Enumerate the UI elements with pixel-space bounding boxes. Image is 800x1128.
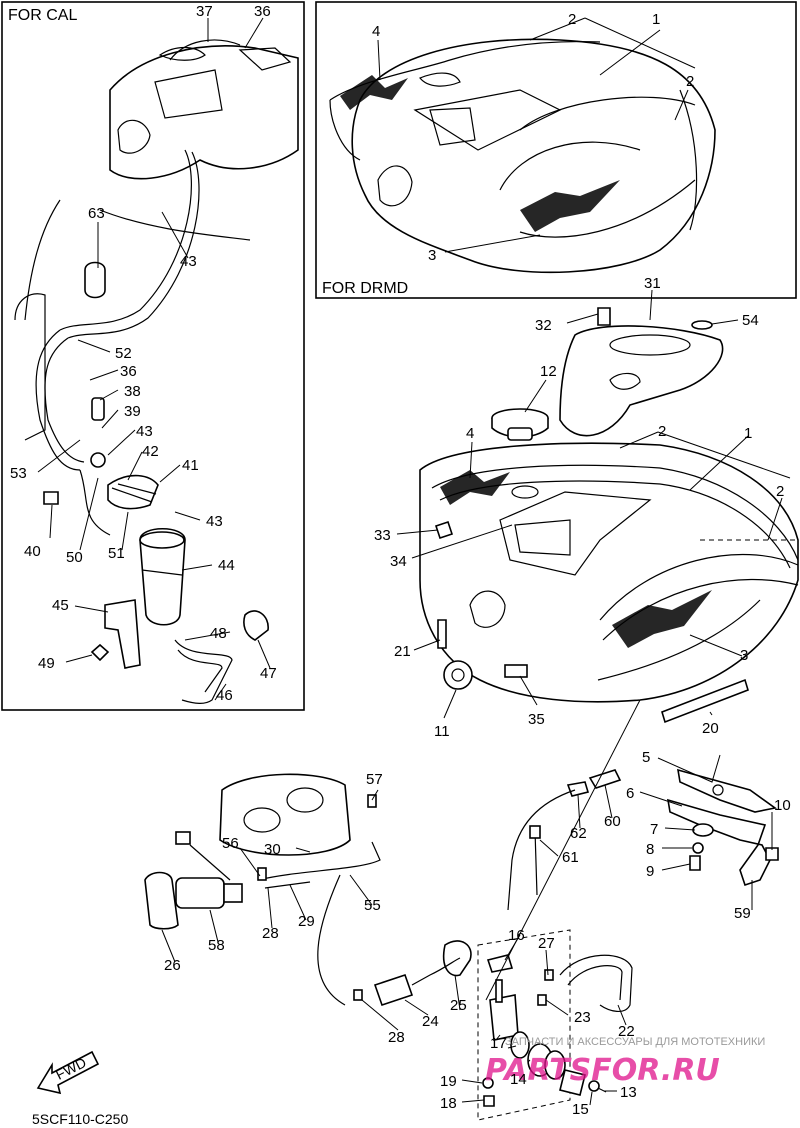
callout-43-top: 43 [180,253,197,270]
callout-4-drmd: 4 [372,23,380,40]
callout-27: 27 [538,935,555,952]
callout-42: 42 [142,443,159,460]
callout-41: 41 [182,457,199,474]
callout-48: 48 [210,625,227,642]
callout-56: 56 [222,835,239,852]
callout-37: 37 [196,3,213,20]
callout-26: 26 [164,957,181,974]
callout-45: 45 [52,597,69,614]
callout-20: 20 [702,720,719,737]
cal-canister-system [14,39,299,704]
forward-arrow: FWD [36,1050,100,1095]
fuel-cock-assembly [442,929,633,1121]
callout-53: 53 [10,465,27,482]
callout-47: 47 [260,665,277,682]
callout-22: 22 [618,1023,635,1040]
callout-14: 14 [510,1071,527,1088]
filler-cap [491,408,549,441]
callout-13: 13 [620,1084,637,1101]
callout-43-mid: 43 [136,423,153,440]
callout-60: 60 [604,813,621,830]
callout-2-drmd-top: 2 [568,11,576,28]
callout-31: 31 [644,275,661,292]
callout-9: 9 [646,863,654,880]
callout-59: 59 [734,905,751,922]
callout-28-low: 28 [388,1029,405,1046]
callout-30: 30 [264,841,281,858]
callout-17: 17 [490,1035,507,1052]
callout-7: 7 [650,821,658,838]
callout-8: 8 [646,841,654,858]
callout-11: 11 [434,723,450,740]
callout-44: 44 [218,557,235,574]
callout-3: 3 [740,647,748,664]
callout-10: 10 [774,797,791,814]
tank-small-parts [434,520,749,724]
callout-21: 21 [394,643,411,660]
callout-38: 38 [124,383,141,400]
callout-6: 6 [626,785,634,802]
callout-28-top: 28 [262,925,279,942]
callout-36: 36 [120,363,137,380]
callout-43-low: 43 [206,513,223,530]
callout-62: 62 [570,825,587,842]
callout-25: 25 [450,997,467,1014]
callout-16: 16 [508,927,525,944]
cal-inset: FOR CAL [1,1,305,711]
watermark: ЗАПЧАСТИ И АКСЕССУАРЫ ДЛЯ МОТОТЕХНИКИ PA… [485,1036,765,1088]
callout-29: 29 [298,913,315,930]
callout-49: 49 [38,655,55,672]
callout-19: 19 [440,1073,457,1090]
drmd-tank-graphics [329,38,716,274]
callout-4: 4 [466,425,474,442]
callout-3-drmd: 3 [428,247,436,264]
callout-23: 23 [574,1009,591,1026]
callout-12: 12 [540,363,557,380]
drmd-inset: FOR DRMD [315,1,797,299]
diagram-code: 5SCF110-C250 [32,1111,128,1127]
tank-cover [559,307,724,437]
leader-lines [37,17,791,1106]
callout-2-main: 2 [658,423,666,440]
cock-cables [507,769,622,911]
callout-51: 51 [108,545,125,562]
callout-35: 35 [528,711,545,728]
callout-57: 57 [366,771,383,788]
callout-50: 50 [66,549,83,566]
callout-1: 1 [744,425,752,442]
callout-2-drmd-right: 2 [686,73,694,90]
callout-34: 34 [390,553,407,570]
callout-15: 15 [572,1101,589,1118]
callout-36-top: 36 [254,3,271,20]
drmd-inset-title: FOR DRMD [322,280,408,297]
callout-63: 63 [88,205,105,222]
mount-brackets [667,768,779,887]
callout-33: 33 [374,527,391,544]
callout-40: 40 [24,543,41,560]
watermark-tagline: ЗАПЧАСТИ И АКСЕССУАРЫ ДЛЯ МОТОТЕХНИКИ [505,1036,765,1048]
callout-52: 52 [115,345,132,362]
callout-32: 32 [535,317,552,334]
callout-numbers: 37 36 63 43 52 36 38 39 43 42 41 43 53 4… [10,3,791,1118]
callout-39: 39 [124,403,141,420]
main-fuel-tank [419,442,799,703]
callout-24: 24 [422,1013,439,1030]
callout-18: 18 [440,1095,457,1112]
cal-inset-title: FOR CAL [8,7,77,24]
callout-5: 5 [642,749,650,766]
filter-and-pump [144,773,461,1007]
callout-54: 54 [742,312,759,329]
callout-55: 55 [364,897,381,914]
callout-46: 46 [216,687,233,704]
callout-58: 58 [208,937,225,954]
watermark-logo: PARTSFOR.RU [485,1053,720,1088]
callout-2-main-right: 2 [776,483,784,500]
callout-61: 61 [562,849,579,866]
callout-1-drmd: 1 [652,11,660,28]
